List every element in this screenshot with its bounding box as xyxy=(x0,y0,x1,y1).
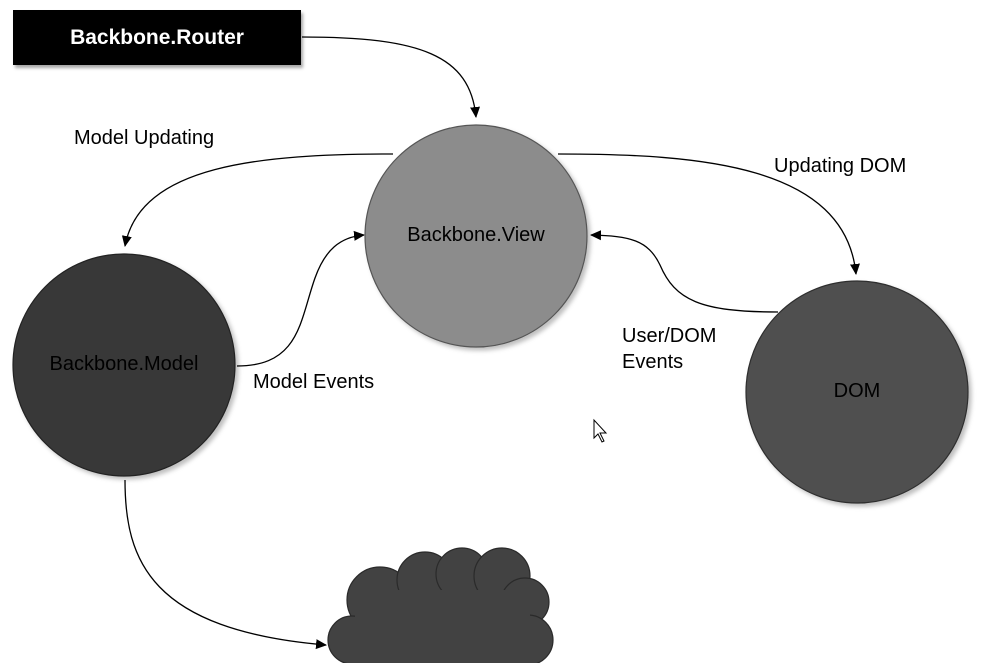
router-label: Backbone.Router xyxy=(70,25,244,49)
dom-label: DOM xyxy=(833,380,881,402)
edge-dom-to-view xyxy=(590,230,779,313)
edge-label-user-dom-line1: User/DOM xyxy=(622,325,717,347)
edge-label-user-dom-events: User/DOM Events xyxy=(622,323,716,375)
edge-label-model-events: Model Events xyxy=(253,371,375,393)
edge-label-updating-dom: Updating DOM xyxy=(774,155,907,177)
cloud-icon xyxy=(327,547,554,663)
edge-label-user-dom-line2: Events xyxy=(622,351,684,373)
edge-model-to-cloud xyxy=(124,479,327,650)
mouse-cursor-icon xyxy=(593,418,608,443)
edge-view-to-model xyxy=(121,153,394,247)
model-label: Backbone.Model xyxy=(49,353,199,375)
edge-view-to-dom xyxy=(557,153,860,275)
edge-label-model-updating: Model Updating xyxy=(74,127,215,149)
model-node xyxy=(12,253,236,477)
edge-model-to-view xyxy=(236,230,365,367)
view-node xyxy=(364,124,588,348)
view-label: Backbone.View xyxy=(407,224,545,246)
edge-router-to-view xyxy=(301,36,481,118)
router-node: Backbone.Router xyxy=(13,10,301,65)
dom-node xyxy=(745,280,969,504)
